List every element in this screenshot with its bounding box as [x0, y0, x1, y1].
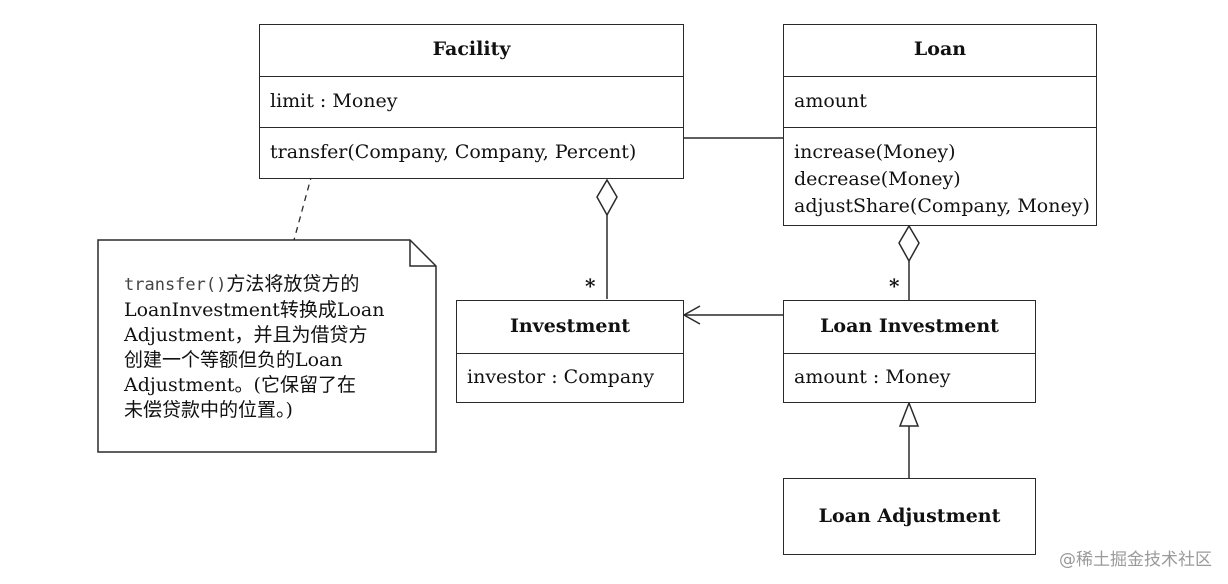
note-line: LoanInvestment转换成Loan	[124, 299, 385, 321]
watermark: @稀土掘金技术社区	[1059, 550, 1212, 570]
generalization-triangle	[898, 400, 920, 427]
note-line: transfer()方法将放贷方的	[124, 272, 422, 298]
note-line: Adjustment。(它保留了在	[124, 374, 356, 396]
class-investment[interactable]: Investment investor : Company	[456, 300, 684, 403]
note-text: 方法将放贷方的	[226, 273, 360, 295]
attributes-compartment: limit : Money	[260, 76, 683, 127]
class-loan-adjustment[interactable]: Loan Adjustment	[783, 478, 1036, 555]
attribute: limit : Money	[270, 90, 398, 112]
attributes-compartment: amount : Money	[784, 353, 1035, 402]
attribute: amount	[794, 90, 867, 112]
multiplicity-loan-investment: *	[889, 274, 900, 298]
note-anchor-dashed-line	[293, 173, 313, 241]
operation: transfer(Company, Company, Percent)	[270, 141, 637, 163]
note-fold	[409, 240, 436, 267]
aggregation-diamond-loan	[898, 224, 920, 263]
class-name: Loan Investment	[820, 315, 999, 337]
operation: adjustShare(Company, Money)	[794, 195, 1090, 217]
operations-compartment: increase(Money) decrease(Money) adjustSh…	[784, 127, 1096, 225]
attributes-compartment: amount	[784, 76, 1096, 127]
note-shape	[97, 239, 437, 453]
note: transfer()方法将放贷方的 LoanInvestment转换成Loan …	[98, 240, 436, 452]
class-name: Loan Adjustment	[818, 505, 1001, 527]
attributes-compartment: investor : Company	[457, 353, 683, 402]
class-name: Facility	[432, 38, 511, 60]
note-line: 创建一个等额但负的Loan	[124, 349, 343, 371]
class-name: Investment	[509, 315, 631, 337]
class-loan[interactable]: Loan amount increase(Money) decrease(Mon…	[783, 24, 1097, 226]
note-code: transfer()	[124, 275, 227, 295]
attribute: amount : Money	[794, 366, 951, 388]
note-line: Adjustment，并且为借贷方	[124, 324, 368, 346]
operations-compartment: transfer(Company, Company, Percent)	[260, 127, 683, 178]
class-facility[interactable]: Facility limit : Money transfer(Company,…	[259, 24, 684, 179]
multiplicity-investment: *	[585, 274, 596, 298]
aggregation-diamond-facility	[596, 178, 618, 217]
operation: decrease(Money)	[794, 168, 961, 190]
class-loan-investment[interactable]: Loan Investment amount : Money	[783, 300, 1036, 403]
class-name: Loan	[913, 38, 967, 60]
association-arrowhead	[682, 305, 701, 325]
note-line: 未偿贷款中的位置。)	[124, 399, 293, 421]
attribute: investor : Company	[467, 366, 655, 388]
operation: increase(Money)	[794, 141, 956, 163]
